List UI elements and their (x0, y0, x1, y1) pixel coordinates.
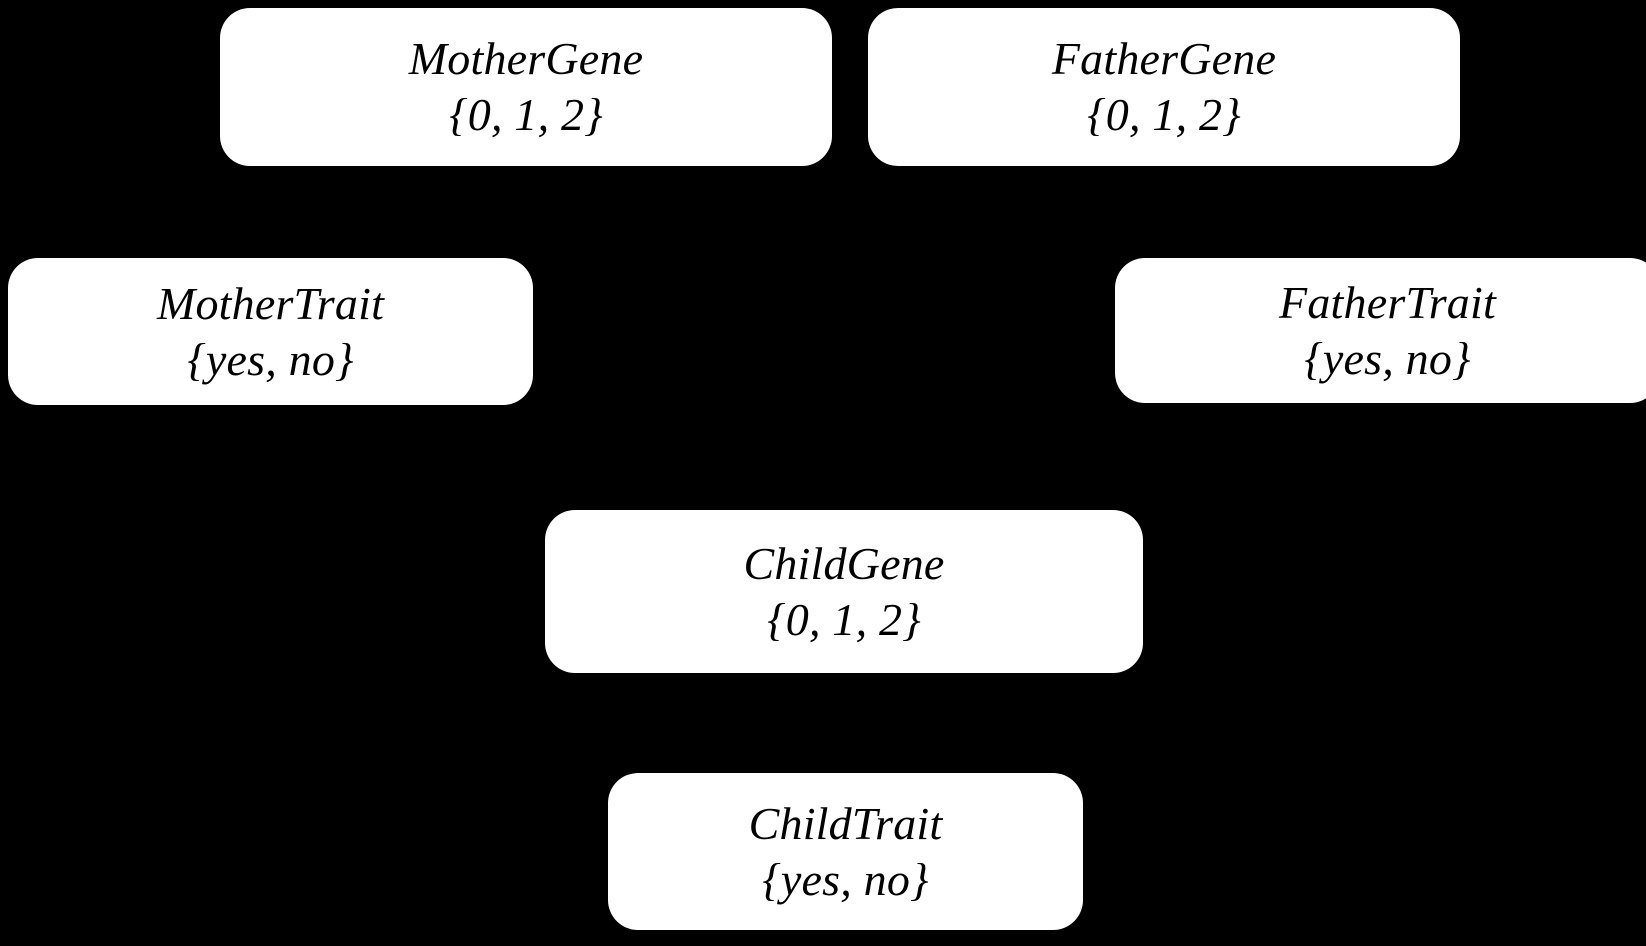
node-child-trait[interactable]: ChildTrait {yes, no} (608, 773, 1083, 930)
node-label-domain: {0, 1, 2} (1087, 89, 1241, 140)
node-label-domain: {0, 1, 2} (767, 593, 921, 645)
node-label-name: MotherTrait (156, 277, 385, 329)
node-label-name: FatherTrait (1279, 276, 1496, 328)
node-label-name: ChildGene (743, 537, 945, 589)
node-child-gene[interactable]: ChildGene {0, 1, 2} (545, 510, 1143, 673)
node-father-trait[interactable]: FatherTrait {yes, no} (1115, 258, 1646, 403)
node-label-name: FatherGene (1051, 33, 1277, 85)
node-mother-trait[interactable]: MotherTrait {yes, no} (8, 258, 533, 405)
node-label-domain: {yes, no} (187, 333, 354, 385)
node-label-domain: {yes, no} (762, 853, 929, 905)
node-label-domain: {0, 1, 2} (449, 89, 603, 140)
node-label-name: ChildTrait (748, 797, 943, 849)
node-label-domain: {yes, no} (1304, 332, 1471, 384)
node-father-gene[interactable]: FatherGene {0, 1, 2} (868, 8, 1460, 166)
node-label-name: MotherGene (408, 33, 644, 85)
node-mother-gene[interactable]: MotherGene {0, 1, 2} (220, 8, 832, 166)
